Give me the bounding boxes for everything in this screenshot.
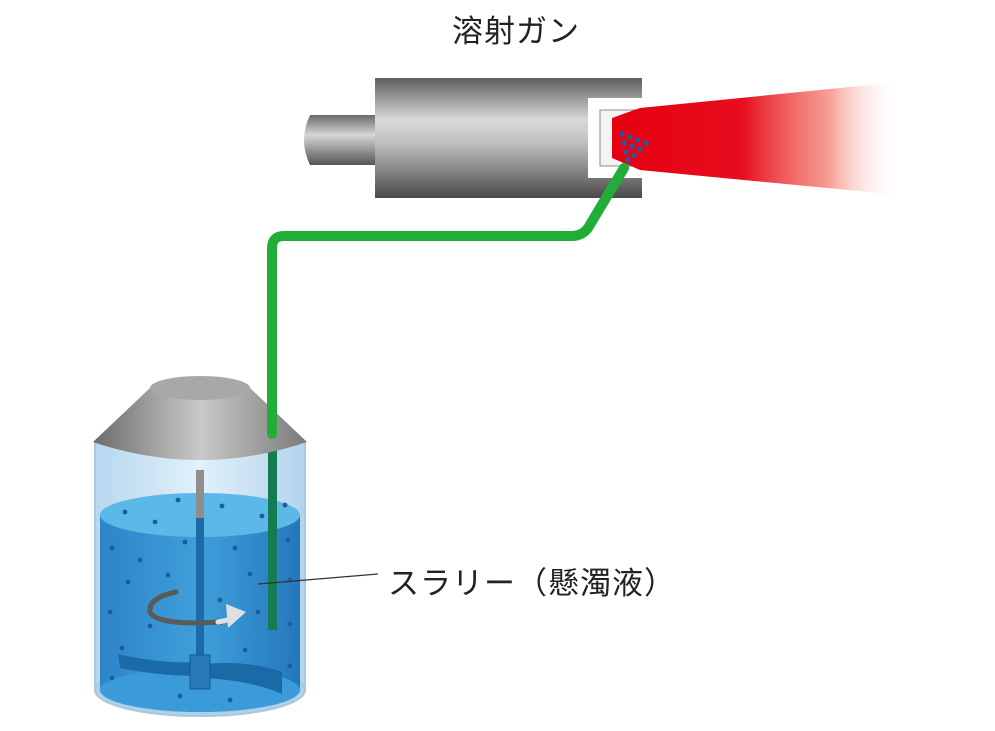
stirrer-blade-right — [202, 663, 282, 694]
tube-in-slurry — [268, 436, 277, 630]
spray-gun — [304, 78, 645, 198]
slurry-label: スラリー（懸濁液） — [388, 566, 676, 602]
spray-particles — [619, 131, 649, 163]
spray-flame — [612, 82, 900, 195]
rotation-arrow-icon — [147, 589, 246, 628]
container-lid — [93, 376, 307, 460]
stirrer-shaft-top — [196, 470, 204, 520]
slurry-feed-tube — [267, 163, 629, 439]
gun-rear-rod — [304, 115, 378, 165]
stirrer-blade — [118, 654, 198, 676]
slurry-leader-line — [257, 573, 379, 585]
stirrer-hub — [189, 654, 211, 690]
stirrer — [118, 470, 282, 694]
stirrer-shaft — [196, 518, 204, 678]
spray-gun-label: 溶射ガン — [452, 14, 580, 50]
